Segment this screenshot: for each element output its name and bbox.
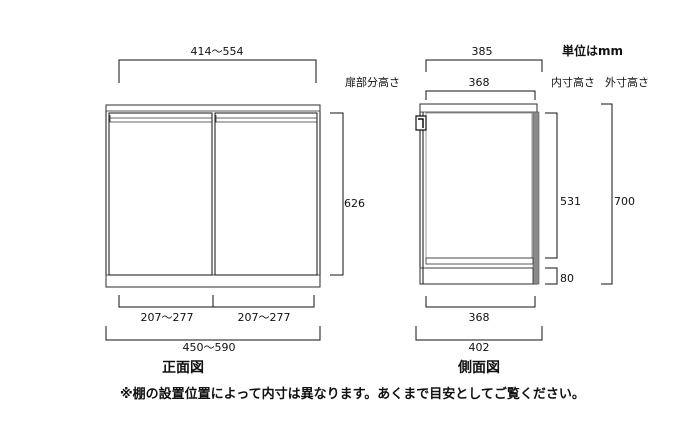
front-cabinet-body <box>105 104 321 288</box>
inner-height-label: 内寸高さ <box>551 75 595 89</box>
hinge-icon <box>415 115 427 131</box>
side-bottom-depth-outer-value: 402 <box>469 341 490 354</box>
front-right-door <box>214 112 318 276</box>
side-bottom-depth-outer-dimension: 402 <box>415 326 543 354</box>
front-view: 414〜554 626 扉部分高さ 207〜 <box>105 45 400 376</box>
front-door-height-value: 626 <box>344 197 365 210</box>
side-top-depth-inner-value: 368 <box>469 76 490 89</box>
side-bottom-depth-inner-dimension: 368 <box>425 296 536 324</box>
side-view: 単位はmm 385 368 内寸高さ 外寸高さ <box>415 43 649 376</box>
side-cabinet-body <box>415 103 540 285</box>
side-bottom-depth-inner-value: 368 <box>469 311 490 324</box>
front-overall-width-label: 450〜590 <box>183 341 236 354</box>
side-top-depth-outer-value: 385 <box>472 45 493 58</box>
front-door-height-label: 扉部分高さ <box>345 75 400 89</box>
front-door-width-dimension: 207〜277 207〜277 <box>118 295 315 324</box>
side-inner-height-dimension: 531 <box>545 112 581 259</box>
side-inner-height-value: 531 <box>560 195 581 208</box>
front-overall-width-dimension: 450〜590 <box>105 326 321 354</box>
unit-label: 単位はmm <box>562 43 623 58</box>
front-left-door <box>108 112 213 276</box>
front-view-title: 正面図 <box>162 360 204 376</box>
front-door-width-right: 207〜277 <box>238 311 291 324</box>
outer-height-label: 外寸高さ <box>605 75 649 89</box>
side-outer-height-dimension: 700 <box>601 103 635 285</box>
side-view-title: 側面図 <box>457 359 500 376</box>
front-top-width-dimension: 414〜554 <box>118 45 317 83</box>
front-door-width-left: 207〜277 <box>141 311 194 324</box>
side-top-depth-outer-dimension: 385 <box>425 45 543 72</box>
side-outer-height-value: 700 <box>614 195 635 208</box>
side-plinth-height-value: 80 <box>560 272 574 285</box>
side-plinth-height-dimension: 80 <box>545 267 574 285</box>
front-door-height-dimension: 626 扉部分高さ <box>330 75 400 276</box>
front-top-width-label: 414〜554 <box>191 45 244 58</box>
side-top-depth-inner-dimension: 368 <box>425 76 536 100</box>
footnote: ※棚の設置位置によって内寸は異なります。あくまで目安としてご覧ください。 <box>120 386 585 402</box>
side-back-panel <box>532 111 540 285</box>
